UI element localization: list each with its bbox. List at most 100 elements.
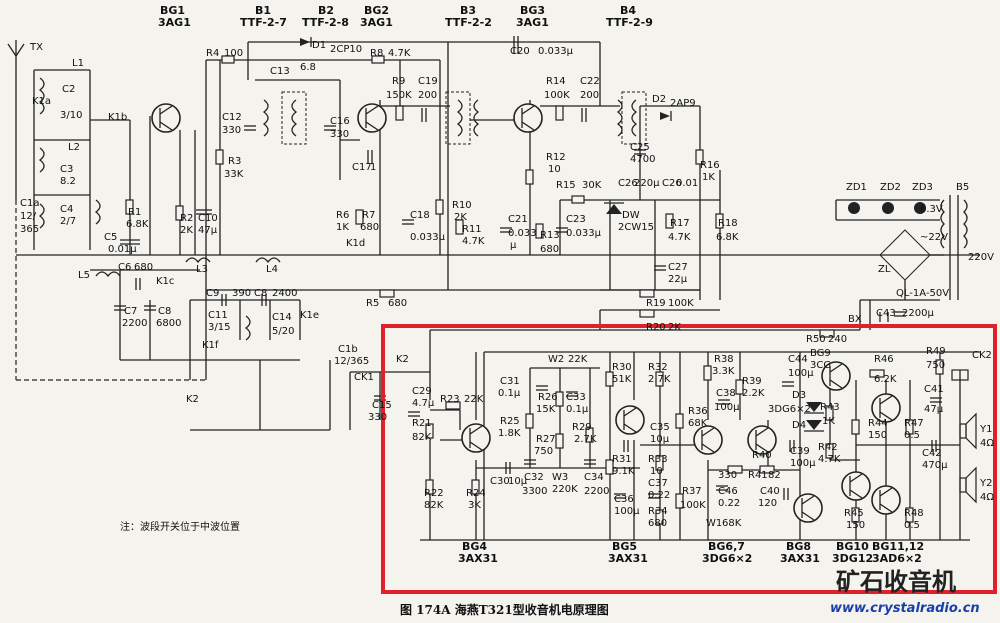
component-label-c35: C35 bbox=[650, 422, 670, 433]
watermark-title: 矿石收音机 bbox=[836, 568, 956, 596]
component-label-r21v: 82K bbox=[412, 432, 432, 443]
component-label-r12v: 10 bbox=[548, 164, 561, 175]
component-label-bx: BX bbox=[848, 314, 862, 325]
component-label-r8: R8 bbox=[370, 48, 383, 59]
component-label-c8bv: 2400 bbox=[272, 288, 297, 299]
component-label-c26: C26 bbox=[618, 178, 638, 189]
stage-label-bg1t: 3AG1 bbox=[158, 16, 191, 29]
component-label-d4: D4 bbox=[792, 420, 806, 431]
component-label-y1v: 4Ω bbox=[980, 438, 994, 449]
component-label-r16: R16 bbox=[700, 160, 720, 171]
component-label-dwv: 2CW15 bbox=[618, 222, 654, 233]
component-label-c6v: 680 bbox=[134, 262, 153, 273]
component-label-r26v: 15K bbox=[536, 404, 556, 415]
component-label-y2v: 4Ω bbox=[980, 492, 994, 503]
component-label-k1c: K1c bbox=[156, 276, 174, 287]
component-label-c18: C18 bbox=[410, 210, 430, 221]
component-label-r15v: 30K bbox=[582, 180, 602, 191]
stage-label-bg3t: 3AG1 bbox=[516, 16, 549, 29]
transistor-label-bg5: BG5 bbox=[612, 540, 637, 553]
component-label-c12v: 330 bbox=[222, 125, 241, 136]
component-label-r20: R20 bbox=[646, 322, 666, 333]
rf-wiring bbox=[16, 41, 980, 400]
component-label-c42v: 470μ bbox=[922, 460, 948, 471]
component-label-c1av2: 365 bbox=[20, 224, 39, 235]
component-label-r41: R41 bbox=[748, 470, 768, 481]
component-label-d3: D3 bbox=[792, 390, 806, 401]
component-label-r27v: 750 bbox=[534, 446, 553, 457]
component-label-c41: C41 bbox=[924, 384, 944, 395]
component-label-k1d: K1d bbox=[346, 238, 365, 249]
component-label-c15: C15 bbox=[372, 400, 392, 411]
component-label-w1: W1 bbox=[706, 518, 722, 529]
component-label-r25v: 1.8K bbox=[498, 428, 521, 439]
component-label-r50: R50 bbox=[806, 334, 826, 345]
component-label-c21v2: μ bbox=[510, 240, 517, 251]
component-label-k1b: K1b bbox=[108, 112, 127, 123]
component-label-c32v: 3300 bbox=[522, 486, 547, 497]
component-label-r6v: 1K bbox=[336, 222, 349, 233]
transistors bbox=[151, 103, 901, 523]
component-label-c14v: 5/20 bbox=[272, 326, 294, 337]
component-label-ac220: 220V bbox=[968, 252, 994, 263]
component-label-c3v: 8.2 bbox=[60, 176, 76, 187]
capacitors bbox=[114, 36, 942, 500]
component-label-r47v: 0.5 bbox=[904, 430, 920, 441]
component-label-r42v: 4.7K bbox=[818, 454, 841, 465]
component-label-c25v: 4700 bbox=[630, 154, 655, 165]
component-label-ac22: ~22V bbox=[920, 232, 948, 243]
component-label-r42: R42 bbox=[818, 442, 838, 453]
component-label-r19v: 100K bbox=[668, 298, 694, 309]
component-label-r9v: 150K bbox=[386, 90, 412, 101]
component-label-r33: R33 bbox=[648, 454, 668, 465]
component-label-r34: R34 bbox=[648, 506, 668, 517]
component-label-r44v: 150 bbox=[868, 430, 887, 441]
speakers bbox=[951, 369, 977, 504]
power-supply bbox=[835, 195, 968, 330]
component-label-c31: C31 bbox=[500, 376, 520, 387]
component-label-c5: C5 bbox=[104, 232, 117, 243]
component-label-c2: C2 bbox=[62, 84, 75, 95]
component-label-r17v: 4.7K bbox=[668, 232, 691, 243]
component-label-c10: C10 bbox=[198, 213, 218, 224]
component-label-r48: R48 bbox=[904, 508, 924, 519]
component-label-c32: C32 bbox=[524, 472, 544, 483]
component-label-d3v: 3DG6×2 bbox=[768, 404, 811, 415]
component-label-r18v: 6.8K bbox=[716, 232, 739, 243]
component-label-c40: C40 bbox=[760, 486, 780, 497]
component-label-ck1: CK1 bbox=[354, 372, 374, 383]
component-label-c39v: 100μ bbox=[790, 458, 816, 469]
stage-labels: BG13AG1B1TTF-2-7B2TTF-2-8BG23AG1B3TTF-2-… bbox=[158, 4, 653, 29]
audio-amplifier-highlight bbox=[381, 324, 997, 594]
stage-label-bg1: BG1 bbox=[160, 4, 185, 17]
component-label-r47: R47 bbox=[904, 418, 924, 429]
component-label-r43v: 1K bbox=[822, 416, 835, 427]
component-label-c8av: 6800 bbox=[156, 318, 181, 329]
transistor-label-bg5t: 3AX31 bbox=[608, 552, 648, 565]
component-label-r39v: 2.2K bbox=[742, 388, 765, 399]
component-label-r23: R23 bbox=[440, 394, 460, 405]
component-label-r5: R5 bbox=[366, 298, 379, 309]
component-label-c43v: 2200μ bbox=[902, 308, 934, 319]
component-label-c1a: C1a bbox=[20, 198, 39, 209]
component-label-r16v: 1K bbox=[702, 172, 715, 183]
component-label-r17: R17 bbox=[670, 218, 690, 229]
stage-label-bg2t: 3AG1 bbox=[360, 16, 393, 29]
component-label-r31v: 9.1K bbox=[612, 466, 635, 477]
component-label-k1f: K1f bbox=[202, 340, 219, 351]
component-label-c37v: 0.22 bbox=[648, 490, 670, 501]
component-label-r4: R4 bbox=[206, 48, 219, 59]
component-label-c22: C22 bbox=[580, 76, 600, 87]
component-label-c18v: 0.033μ bbox=[410, 232, 446, 243]
component-label-c42: C42 bbox=[922, 448, 942, 459]
component-label-c6: C6 bbox=[118, 262, 131, 273]
component-label-r18: R18 bbox=[718, 218, 738, 229]
component-label-r36: R36 bbox=[688, 406, 708, 417]
component-label-r32v: 2.7K bbox=[648, 374, 671, 385]
stage-label-bg3: BG3 bbox=[520, 4, 545, 17]
component-label-c34v: 2200 bbox=[584, 486, 609, 497]
component-label-l2: L2 bbox=[68, 142, 80, 153]
component-label-r5v: 680 bbox=[388, 298, 407, 309]
component-label-c35v: 10μ bbox=[650, 434, 670, 445]
